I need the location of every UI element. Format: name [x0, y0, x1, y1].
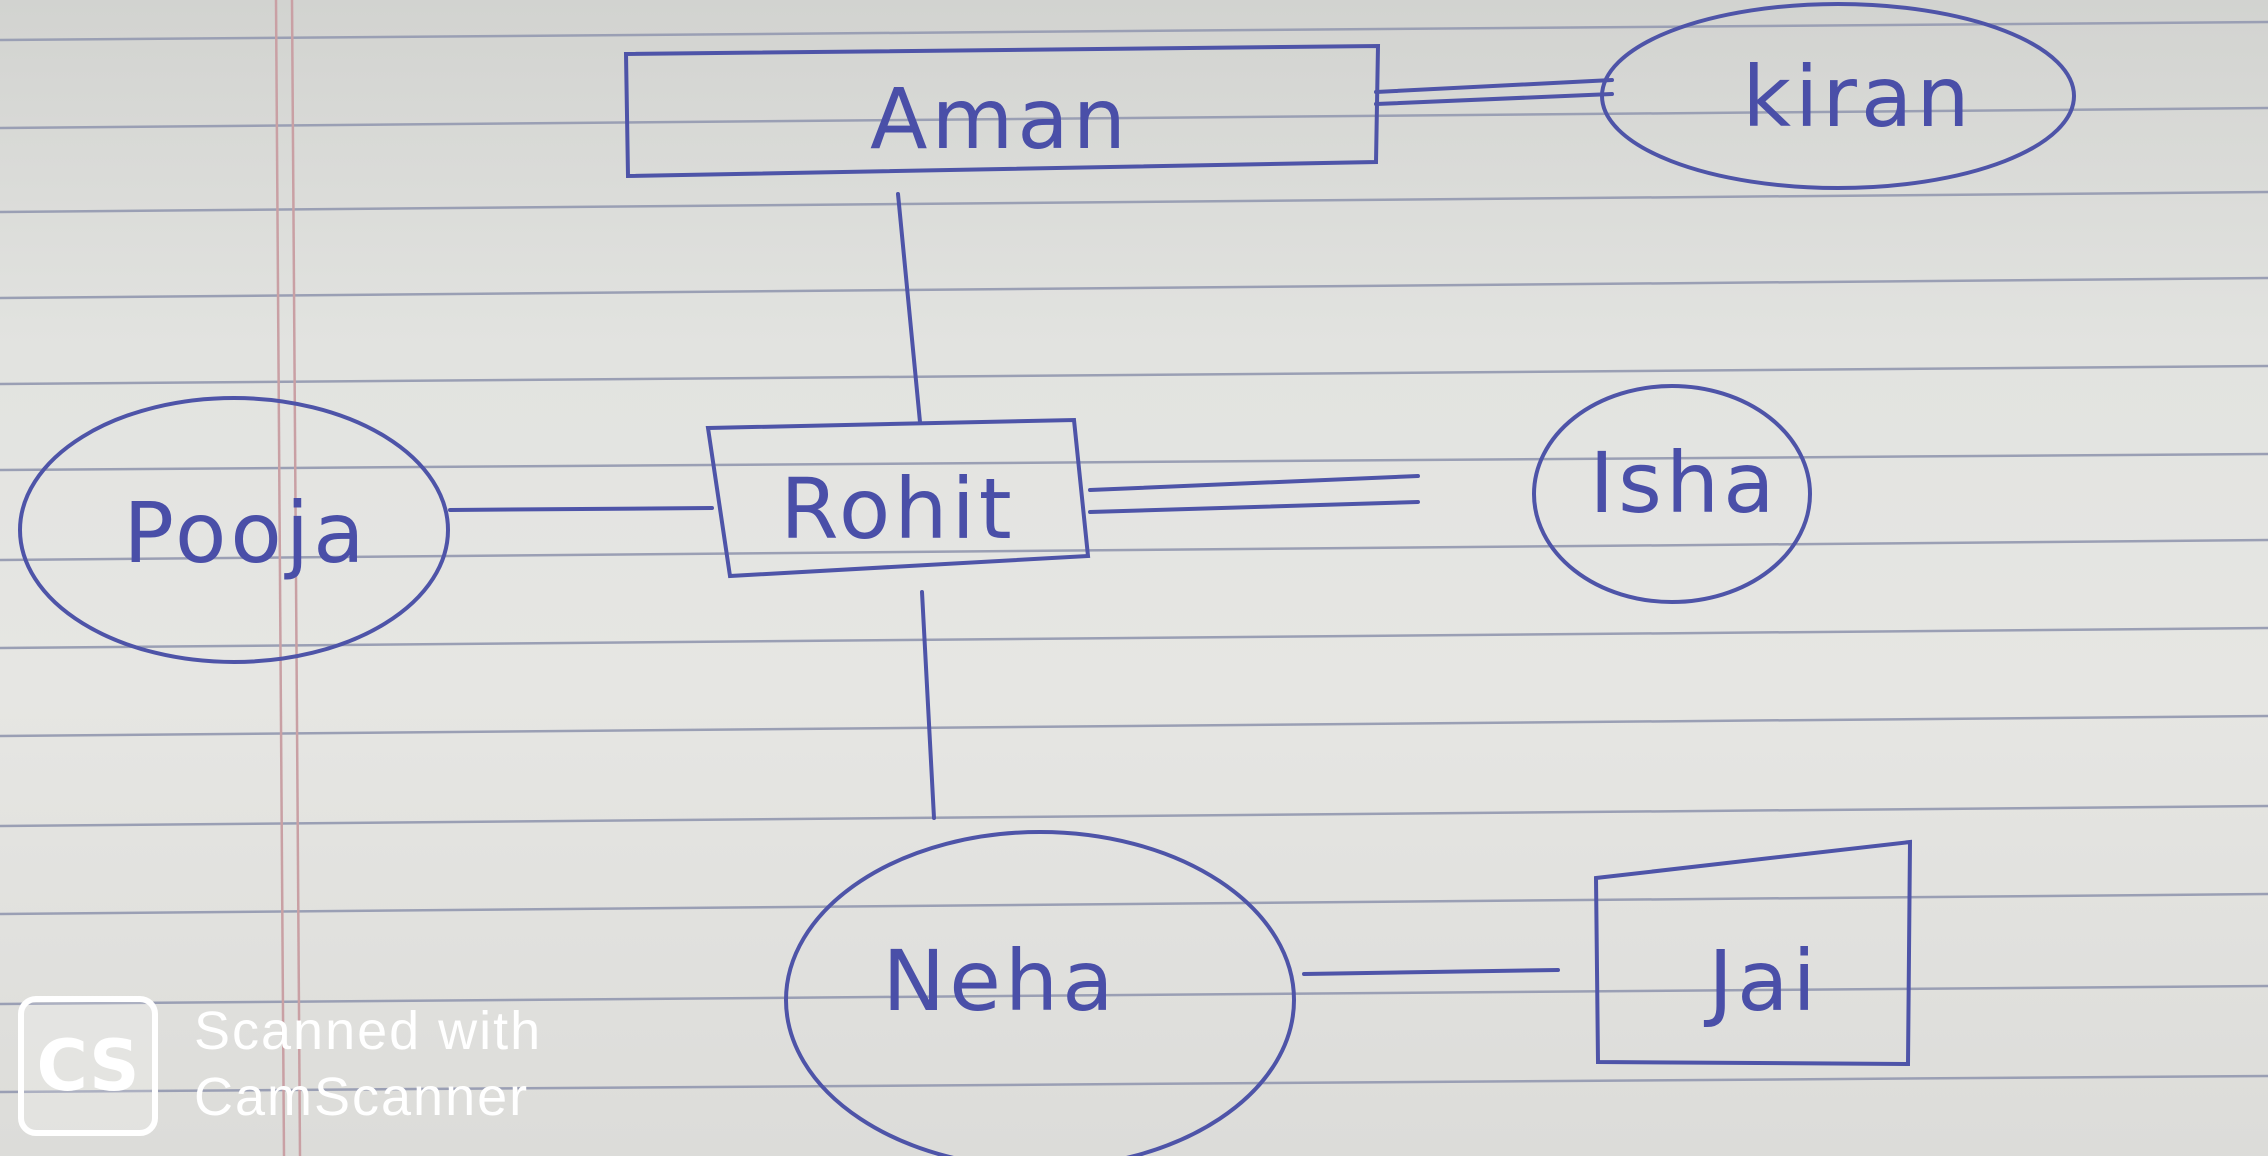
paper-margin — [274, 0, 302, 1156]
connector-rohit-isha — [1088, 474, 1420, 514]
node-jai: Jai — [1593, 839, 1913, 1067]
watermark-line-2: CamScanner — [194, 1067, 530, 1127]
camscanner-logo-text: CS — [36, 1025, 140, 1107]
connector-aman-kiran — [1374, 78, 1614, 106]
node-pooja: Pooja — [18, 396, 450, 664]
node-kiran-label: kiran — [1742, 48, 1973, 146]
node-isha-label: Isha — [1589, 434, 1778, 532]
node-isha: Isha — [1532, 384, 1812, 604]
node-neha-label: Neha — [882, 932, 1117, 1030]
node-rohit: Rohit — [705, 417, 1091, 579]
connector-rohit-neha — [920, 590, 936, 820]
node-aman: Aman — [623, 43, 1381, 179]
node-neha-shape — [784, 830, 1296, 1156]
node-neha: Neha — [784, 830, 1296, 1156]
connector-neha-jai — [1302, 968, 1560, 976]
node-jai-label: Jai — [1703, 932, 1820, 1030]
node-aman-shape — [623, 43, 1381, 179]
node-jai-shape — [1593, 839, 1913, 1067]
connector-pooja-rohit — [448, 506, 714, 512]
node-aman-label: Aman — [870, 70, 1130, 168]
connectors — [448, 78, 1614, 976]
connector-aman-rohit — [896, 192, 922, 424]
camscanner-watermark: CS Scanned with CamScanner — [18, 996, 618, 1136]
watermark-line-1: Scanned with — [194, 1001, 543, 1061]
node-kiran-shape — [1600, 2, 2076, 190]
paper-rulings — [0, 20, 2268, 1094]
camscanner-logo-icon: CS — [18, 996, 158, 1136]
node-kiran: kiran — [1600, 2, 2076, 190]
node-pooja-label: Pooja — [123, 484, 368, 582]
node-pooja-shape — [18, 396, 450, 664]
node-isha-shape — [1532, 384, 1812, 604]
node-rohit-label: Rohit — [780, 460, 1016, 558]
node-rohit-shape — [705, 417, 1091, 579]
